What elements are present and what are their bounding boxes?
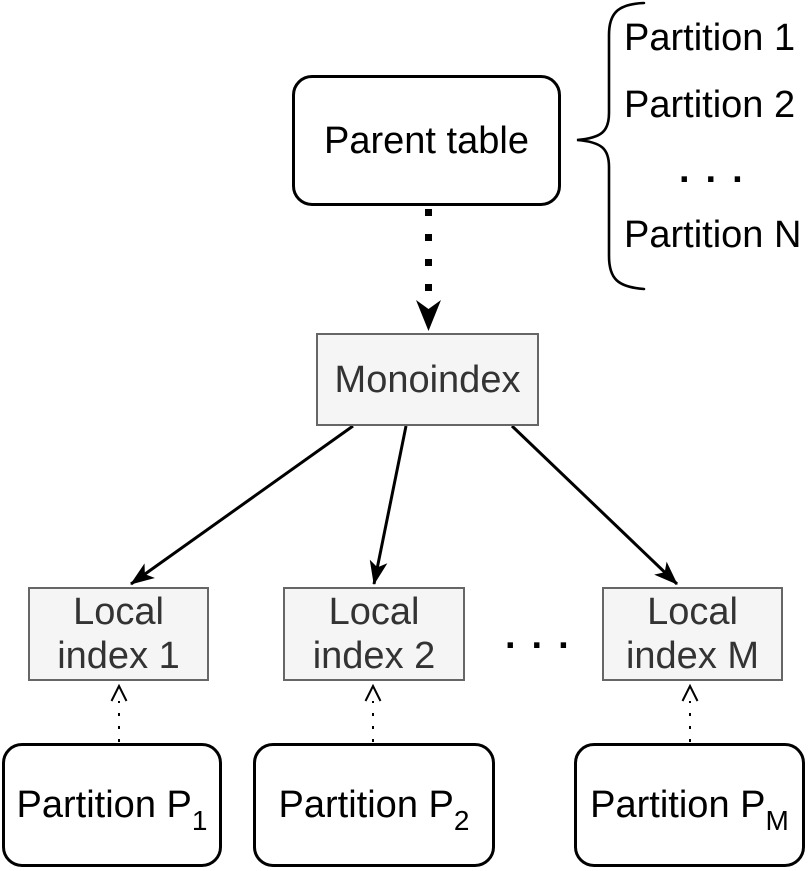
local-index-2-line1: Local [328,591,420,633]
partition-p2-base: Partition P [278,784,454,826]
partition-p2-subscript: 2 [453,804,470,836]
partition-pm-label: Partition PM [590,783,789,834]
parent-to-monoindex-arrowhead [416,300,441,331]
partition-pm-box: Partition PM [574,743,805,867]
local-index-1-box: Local index 1 [28,587,209,681]
partition-p1-subscript: 1 [191,804,208,836]
partition2-to-index2-arrowhead [364,683,382,702]
partition-p1-label: Partition P1 [16,783,208,834]
monoindex-to-local-index-1-arrow [130,424,354,586]
partitionm-to-indexm-arrowhead [681,683,699,702]
local-index-2-box: Local index 2 [283,587,465,681]
partition-p2-label: Partition P2 [278,783,470,834]
partition-pm-subscript: M [765,804,789,836]
partition-list-item-1: Partition 1 [624,17,796,59]
parent-table-label: Parent table [324,119,529,162]
partition-list-item-n: Partition N [624,214,802,256]
partition-p2-box: Partition P2 [253,743,495,867]
partition-pm-base: Partition P [590,784,766,826]
local-index-1-line1: Local [73,591,164,633]
monoindex-label: Monoindex [334,358,521,401]
local-index-2-line2: index 2 [312,635,436,677]
monoindex-to-local-index-2-arrow [369,425,408,585]
local-index-m-line1: Local [647,591,738,633]
partition-list-item-2: Partition 2 [624,84,796,126]
partition-p1-base: Partition P [16,784,192,826]
local-index-1-line2: index 1 [57,635,180,677]
local-index-m-label: Local index M [626,590,759,678]
local-index-1-label: Local index 1 [57,590,180,678]
local-index-m-line2: index M [625,635,760,677]
monoindex-box: Monoindex [316,333,539,426]
partition-p1-box: Partition P1 [2,743,222,867]
local-index-2-label: Local index 2 [313,590,436,678]
partition1-to-index1-arrowhead [110,683,128,702]
partition-list-ellipsis: ... [679,149,759,191]
local-index-ellipsis: ... [505,615,585,657]
local-index-m-box: Local index M [602,587,783,681]
monoindex-to-local-index-m-arrow [510,424,679,586]
parent-table-box: Parent table [292,75,561,206]
